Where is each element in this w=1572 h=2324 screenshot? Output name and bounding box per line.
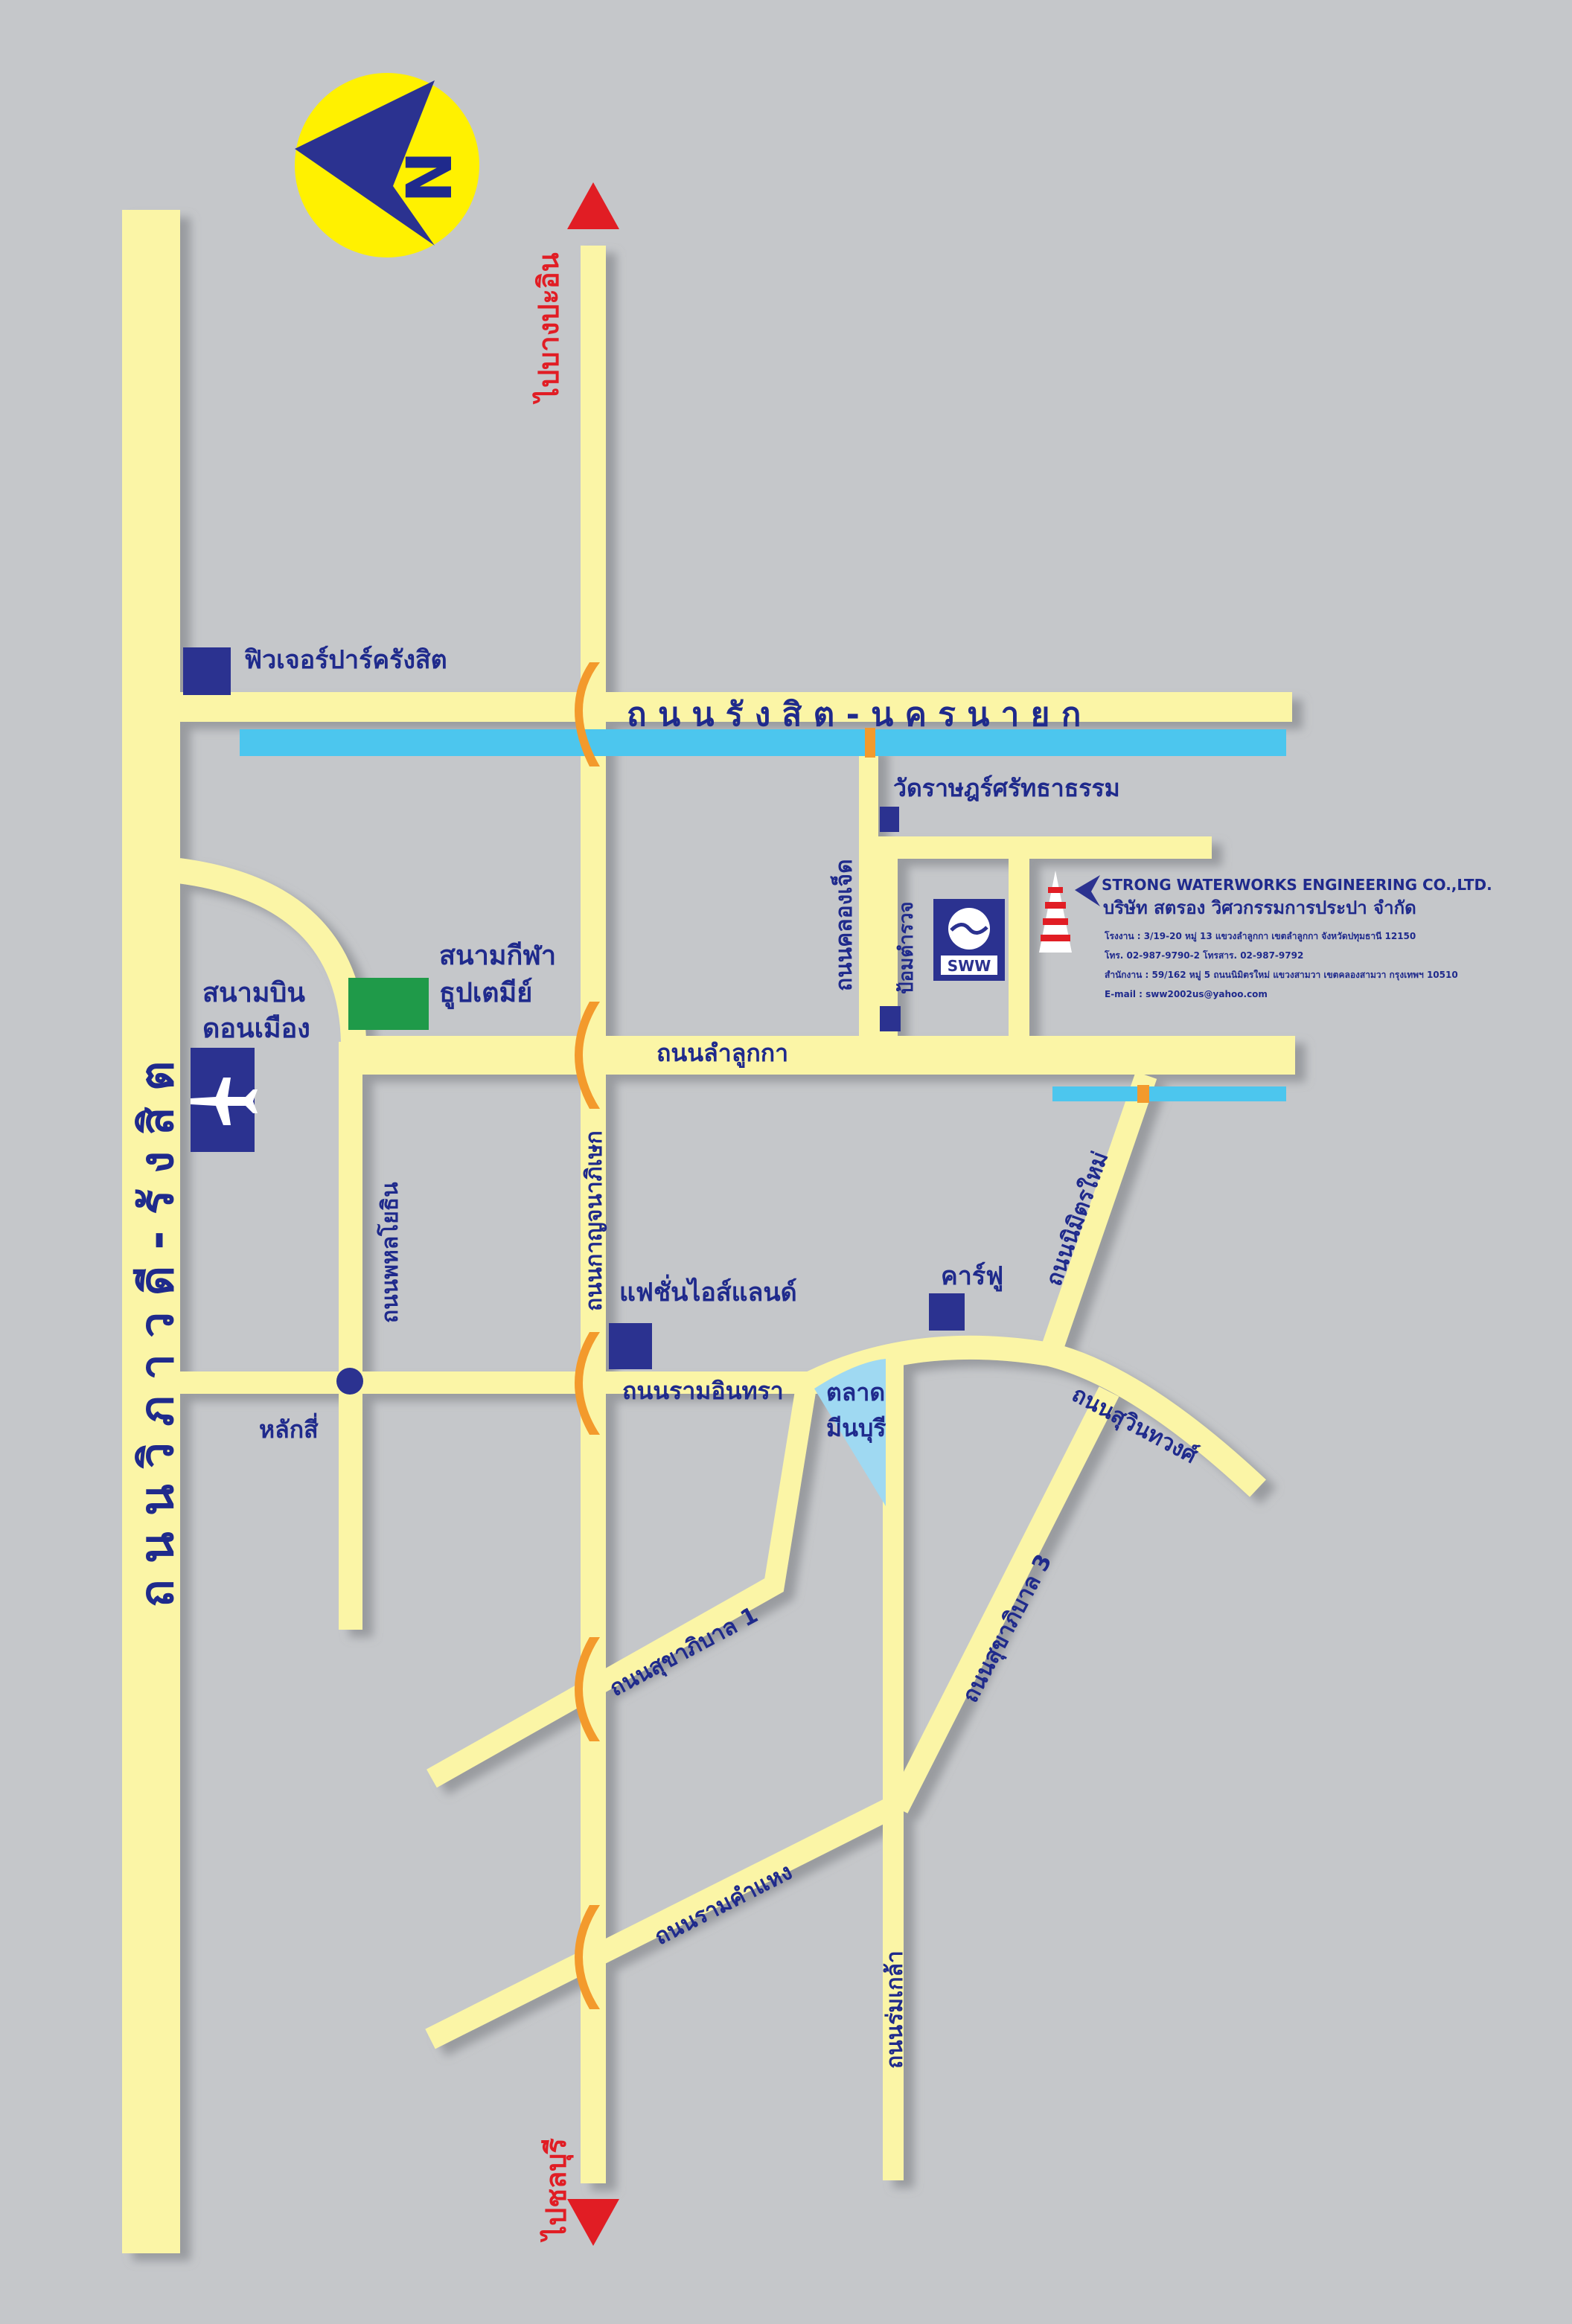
tower-stripe-1 — [1048, 887, 1063, 893]
future-park-marker — [183, 647, 231, 695]
tower-shape — [1039, 871, 1072, 953]
north-compass: N — [295, 73, 479, 257]
road-suwinthawong — [806, 1335, 1266, 1497]
canal-north — [240, 729, 1286, 756]
label-stadium-1: สนามกีฬา — [439, 941, 556, 971]
label-carrefour: คาร์ฟู — [941, 1261, 1003, 1292]
road-phahonyothin — [339, 1042, 362, 1630]
tower-stripe-4 — [1041, 935, 1070, 941]
label-police-box: ป้อมตำรวจ — [895, 901, 918, 994]
direction-south-label: ไปชลบุรี — [540, 2138, 574, 2243]
label-kanchanaphisek: ถนนกาญจนาภิเษก — [581, 1130, 607, 1311]
label-khlong-chet: ถนนคลองเจ็ด — [830, 859, 857, 991]
label-airport-2: ดอนเมือง — [202, 1014, 310, 1044]
label-future-park: ฟิวเจอร์ปาร์ครังสิต — [244, 645, 447, 675]
sww-logo-text: SWW — [948, 957, 991, 975]
label-phahonyothin: ถนนพหลโยธิน — [376, 1182, 403, 1323]
company-factory: โรงงาน : 3/19-20 หมู่ 13 แขวงลำลูกกา เขต… — [1104, 930, 1416, 942]
fashion-island-marker — [609, 1323, 652, 1369]
carrefour-marker — [929, 1293, 965, 1331]
sww-logo-plate — [941, 955, 997, 975]
label-rangsit-nakhonnayok: ถ น น รั ง สิ ต - น ค ร น า ย ก — [627, 696, 1081, 734]
canal-bridge-1 — [865, 728, 875, 758]
road-khlong-chet — [859, 744, 878, 1038]
lak-si-marker — [336, 1368, 363, 1395]
interchange-ramkhamhaeng — [575, 1905, 600, 2009]
police-box-marker — [880, 1006, 901, 1031]
road-nimit-mai — [1037, 1072, 1157, 1364]
label-rom-klao: ถนนร่มเกล้า — [882, 1950, 908, 2069]
road-ram-inthra — [179, 1371, 817, 1394]
company-email: E-mail : sww2002us@yahoo.com — [1105, 989, 1268, 999]
sww-site-marker: SWW — [933, 899, 1005, 981]
road-rangsit-nakhonnayok — [179, 692, 1292, 722]
tower-stripe-2 — [1045, 902, 1066, 909]
label-stadium-2: ธูปเตมีย์ — [439, 977, 532, 1010]
company-office: สำนักงาน : 59/162 หมู่ 5 ถนนนิมิตรใหม่ แ… — [1105, 969, 1458, 981]
canal-south — [1052, 1086, 1286, 1101]
company-arrow-icon — [1075, 875, 1100, 906]
road-sukhaphiban-1 — [426, 1389, 816, 1788]
label-sukhaphiban-1: ถนนสุขาภิบาล 1 — [605, 1602, 762, 1703]
interchange-lam-luk-ka — [575, 1002, 600, 1109]
tower-icon — [1039, 871, 1072, 953]
compass-letter: N — [393, 151, 466, 203]
airport-marker — [191, 1048, 258, 1152]
wat-marker — [880, 807, 899, 832]
company-info: STRONG WATERWORKS ENGINEERING CO.,LTD. บ… — [1039, 871, 1492, 999]
interchange-rangsit — [575, 662, 600, 766]
label-wat: วัดราษฎร์ศรัทธาธรรม — [893, 774, 1120, 802]
sww-wave-icon — [950, 923, 988, 935]
arrow-south-icon — [567, 2199, 619, 2246]
canal-bridge-2 — [1137, 1085, 1149, 1103]
stadium-marker — [348, 978, 429, 1030]
label-lak-si: หลักสี่ — [259, 1412, 319, 1444]
interchange-sukhaphiban-1 — [575, 1637, 600, 1741]
road-lam-luk-ka — [348, 1036, 1295, 1075]
road-ramkhamhaeng — [425, 1794, 903, 2049]
road-wat-branch-right — [1009, 856, 1029, 1038]
direction-north-label: ไปบางปะอิน — [532, 252, 565, 405]
road-network — [122, 210, 1295, 2253]
road-wat — [878, 836, 1212, 859]
interchange-markers — [575, 662, 600, 2009]
label-airport-1: สนามบิน — [202, 978, 305, 1008]
company-name-th: บริษัท สตรอง วิศวกรรมการประปา จำกัด — [1103, 897, 1416, 918]
label-vibhavadi: ถ น น วิ ภ า ว ดี - รั ง สิ ต — [130, 1061, 184, 1607]
interchange-ram-inthra — [575, 1332, 600, 1435]
road-rom-klao — [883, 1354, 904, 2180]
road-vibhavadi — [122, 210, 180, 2253]
company-phone: โทร. 02-987-9790-2 โทรสาร. 02-987-9792 — [1104, 950, 1303, 961]
label-market-2: มีนบุรี — [826, 1414, 886, 1444]
airplane-icon — [191, 1078, 258, 1125]
label-ramkhamhaeng: ถนนรามคำแหง — [651, 1859, 796, 1950]
compass-arrow-icon — [295, 80, 435, 246]
label-lam-luk-ka: ถนนลำลูกกา — [656, 1039, 788, 1069]
arrow-north-icon — [567, 182, 619, 229]
road-kanchanaphisek — [581, 246, 606, 2183]
market-area — [814, 1359, 886, 1506]
tower-stripe-3 — [1043, 918, 1068, 925]
label-fashion-island: แฟชั่นไอส์แลนด์ — [619, 1274, 797, 1307]
road-sukhaphiban-3 — [887, 1386, 1119, 1814]
label-ram-inthra: ถนนรามอินทรา — [622, 1377, 784, 1405]
company-name-en: STRONG WATERWORKS ENGINEERING CO.,LTD. — [1102, 876, 1492, 894]
label-market-1: ตลาด — [826, 1378, 885, 1406]
